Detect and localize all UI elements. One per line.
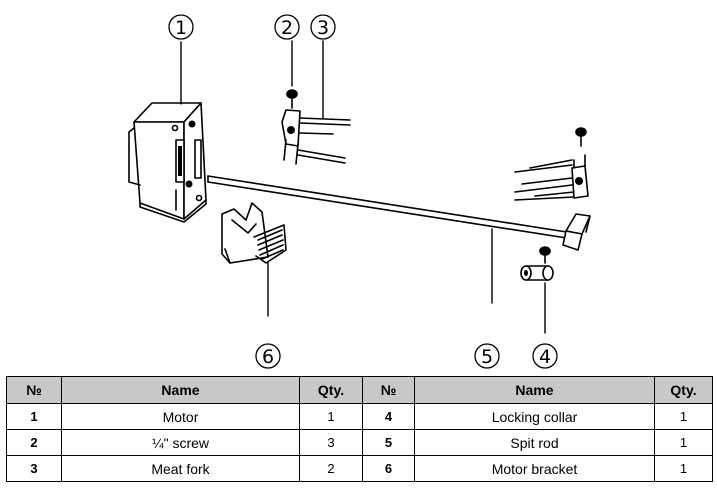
header-qty-right: Qty. [654,376,713,404]
screw-right-part [575,127,587,147]
callout-label-2: 2 [281,17,293,39]
row-qty-left: 3 [299,429,363,456]
row-name-left: ¼" screw [61,429,300,456]
callout-circle-2 [274,14,300,40]
row-qty-right: 1 [654,455,713,482]
screw-left-part [286,89,298,109]
parts-table: № Name Qty. № Name Qty. 1 Motor 1 4 Lock… [6,376,713,482]
callout-label-6: 6 [262,346,274,368]
exploded-parts-diagram: 1 2 3 4 5 6 [128,14,591,369]
header-name-left: Name [61,376,300,404]
callout-circle-4 [532,343,558,369]
row-name-right: Motor bracket [414,455,655,482]
row-name-left: Meat fork [61,455,300,482]
callout-label-5: 5 [481,346,493,368]
table-row: 3 Meat fork 2 6 Motor bracket 1 [6,455,713,482]
spit-rod-part [207,175,591,251]
row-name-right: Locking collar [414,403,655,430]
screw-collar-part [539,246,551,264]
row-num-left: 2 [6,429,62,456]
table-row: 2 ¼" screw 3 5 Spit rod 1 [6,429,713,456]
row-qty-left: 2 [299,455,363,482]
motor-bracket-part [221,202,287,264]
table-row: 1 Motor 1 4 Locking collar 1 [6,403,713,430]
row-num-right: 6 [362,455,415,482]
row-num-right: 5 [362,429,415,456]
row-qty-right: 1 [654,429,713,456]
row-num-left: 3 [6,455,62,482]
callout-label-4: 4 [539,346,551,368]
table-header-row: № Name Qty. № Name Qty. [6,376,713,404]
callout-circle-1 [168,14,194,40]
motor-part [128,102,207,223]
callout-circle-6 [255,343,281,369]
header-num-right: № [362,376,415,404]
row-num-left: 1 [6,403,62,430]
header-num-left: № [6,376,62,404]
row-qty-left: 1 [299,403,363,430]
locking-collar-part [520,265,554,281]
row-name-left: Motor [61,403,300,430]
meat-fork-right-part [514,154,589,201]
header-qty-left: Qty. [299,376,363,404]
header-name-right: Name [414,376,655,404]
meat-fork-left-part [281,109,351,165]
leader-lines [180,40,546,334]
callout-label-1: 1 [175,17,187,39]
callout-label-3: 3 [317,17,329,39]
callout-circle-3 [310,14,336,40]
row-qty-right: 1 [654,403,713,430]
row-name-right: Spit rod [414,429,655,456]
callout-circle-5 [474,343,500,369]
row-num-right: 4 [362,403,415,430]
